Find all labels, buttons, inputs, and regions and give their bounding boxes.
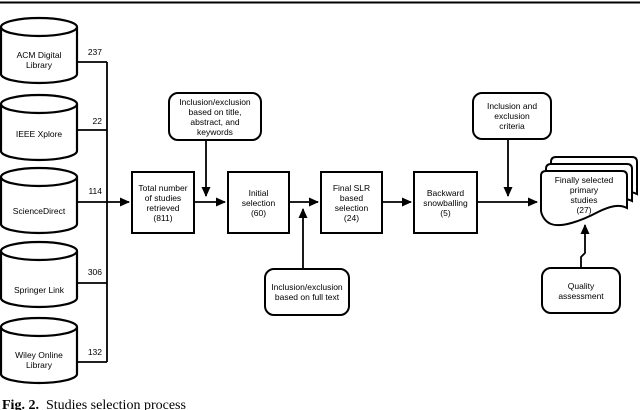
process-box-initial-selection: Initial selection (60)	[227, 171, 290, 234]
result-document-stack	[540, 156, 638, 227]
process-box-backward-snowballing-label: Backward snowballing (5)	[423, 187, 468, 218]
database-cylinder-sciencedirect	[0, 166, 79, 235]
process-box-total-retrieved-label: Total number of studies retrieved (811)	[138, 182, 188, 223]
database-cylinder-acm	[0, 16, 79, 85]
flow-connectors	[195, 140, 590, 268]
criteria-box-title-abstract: Inclusion/exclusion based on title, abst…	[168, 92, 262, 141]
figure-caption-text: Studies selection process	[45, 398, 186, 410]
figure-caption: Fig. 2. Studies selection process	[2, 399, 632, 410]
database-label-acm: ACM Digital Library	[16, 50, 62, 70]
database-label-springer: Springer Link	[13, 285, 65, 295]
document-sheet-front	[540, 170, 628, 227]
process-box-initial-selection-label: Initial selection (60)	[241, 187, 276, 218]
database-cylinder-springer	[0, 240, 79, 309]
database-label-sciencedirect: ScienceDirect	[12, 206, 66, 216]
database-count-acm: 237	[87, 47, 102, 57]
figure-caption-number: Fig. 2.	[2, 398, 39, 410]
process-box-backward-snowballing: Backward snowballing (5)	[413, 171, 478, 234]
database-label-wiley: Wiley Online Library	[15, 350, 63, 370]
database-count-ieee: 22	[92, 116, 102, 126]
criteria-box-full-text: Inclusion/exclusion based on full text	[264, 268, 350, 316]
process-box-final-slr-selection: Final SLR based selection (24)	[320, 171, 383, 234]
criteria-box-quality-assessment: Quality assessment	[541, 267, 621, 314]
criteria-box-title-abstract-label: Inclusion/exclusion based on title, abst…	[179, 96, 251, 137]
criteria-box-quality-assessment-label: Quality assessment	[558, 280, 604, 301]
database-cylinders	[0, 16, 79, 385]
database-cylinder-ieee	[0, 93, 79, 162]
criteria-box-full-text-label: Inclusion/exclusion based on full text	[271, 282, 343, 302]
result-document-label: Finally selected primary studies (27)	[554, 175, 614, 215]
criteria-box-inclusion-exclusion-label: Inclusion and exclusion criteria	[486, 101, 538, 131]
database-count-sciencedirect: 114	[88, 186, 102, 196]
database-cylinder-wiley	[0, 316, 79, 385]
process-box-final-slr-selection-label: Final SLR based selection (24)	[332, 182, 371, 223]
criteria-box-inclusion-exclusion: Inclusion and exclusion criteria	[472, 92, 552, 140]
database-count-springer: 306	[87, 267, 102, 277]
arrow-quality-up	[580, 224, 590, 267]
database-count-wiley: 132	[87, 347, 102, 357]
process-box-total-retrieved: Total number of studies retrieved (811)	[131, 171, 195, 234]
database-label-ieee: IEEE Xplore	[15, 129, 63, 139]
collector-lines	[77, 61, 130, 363]
